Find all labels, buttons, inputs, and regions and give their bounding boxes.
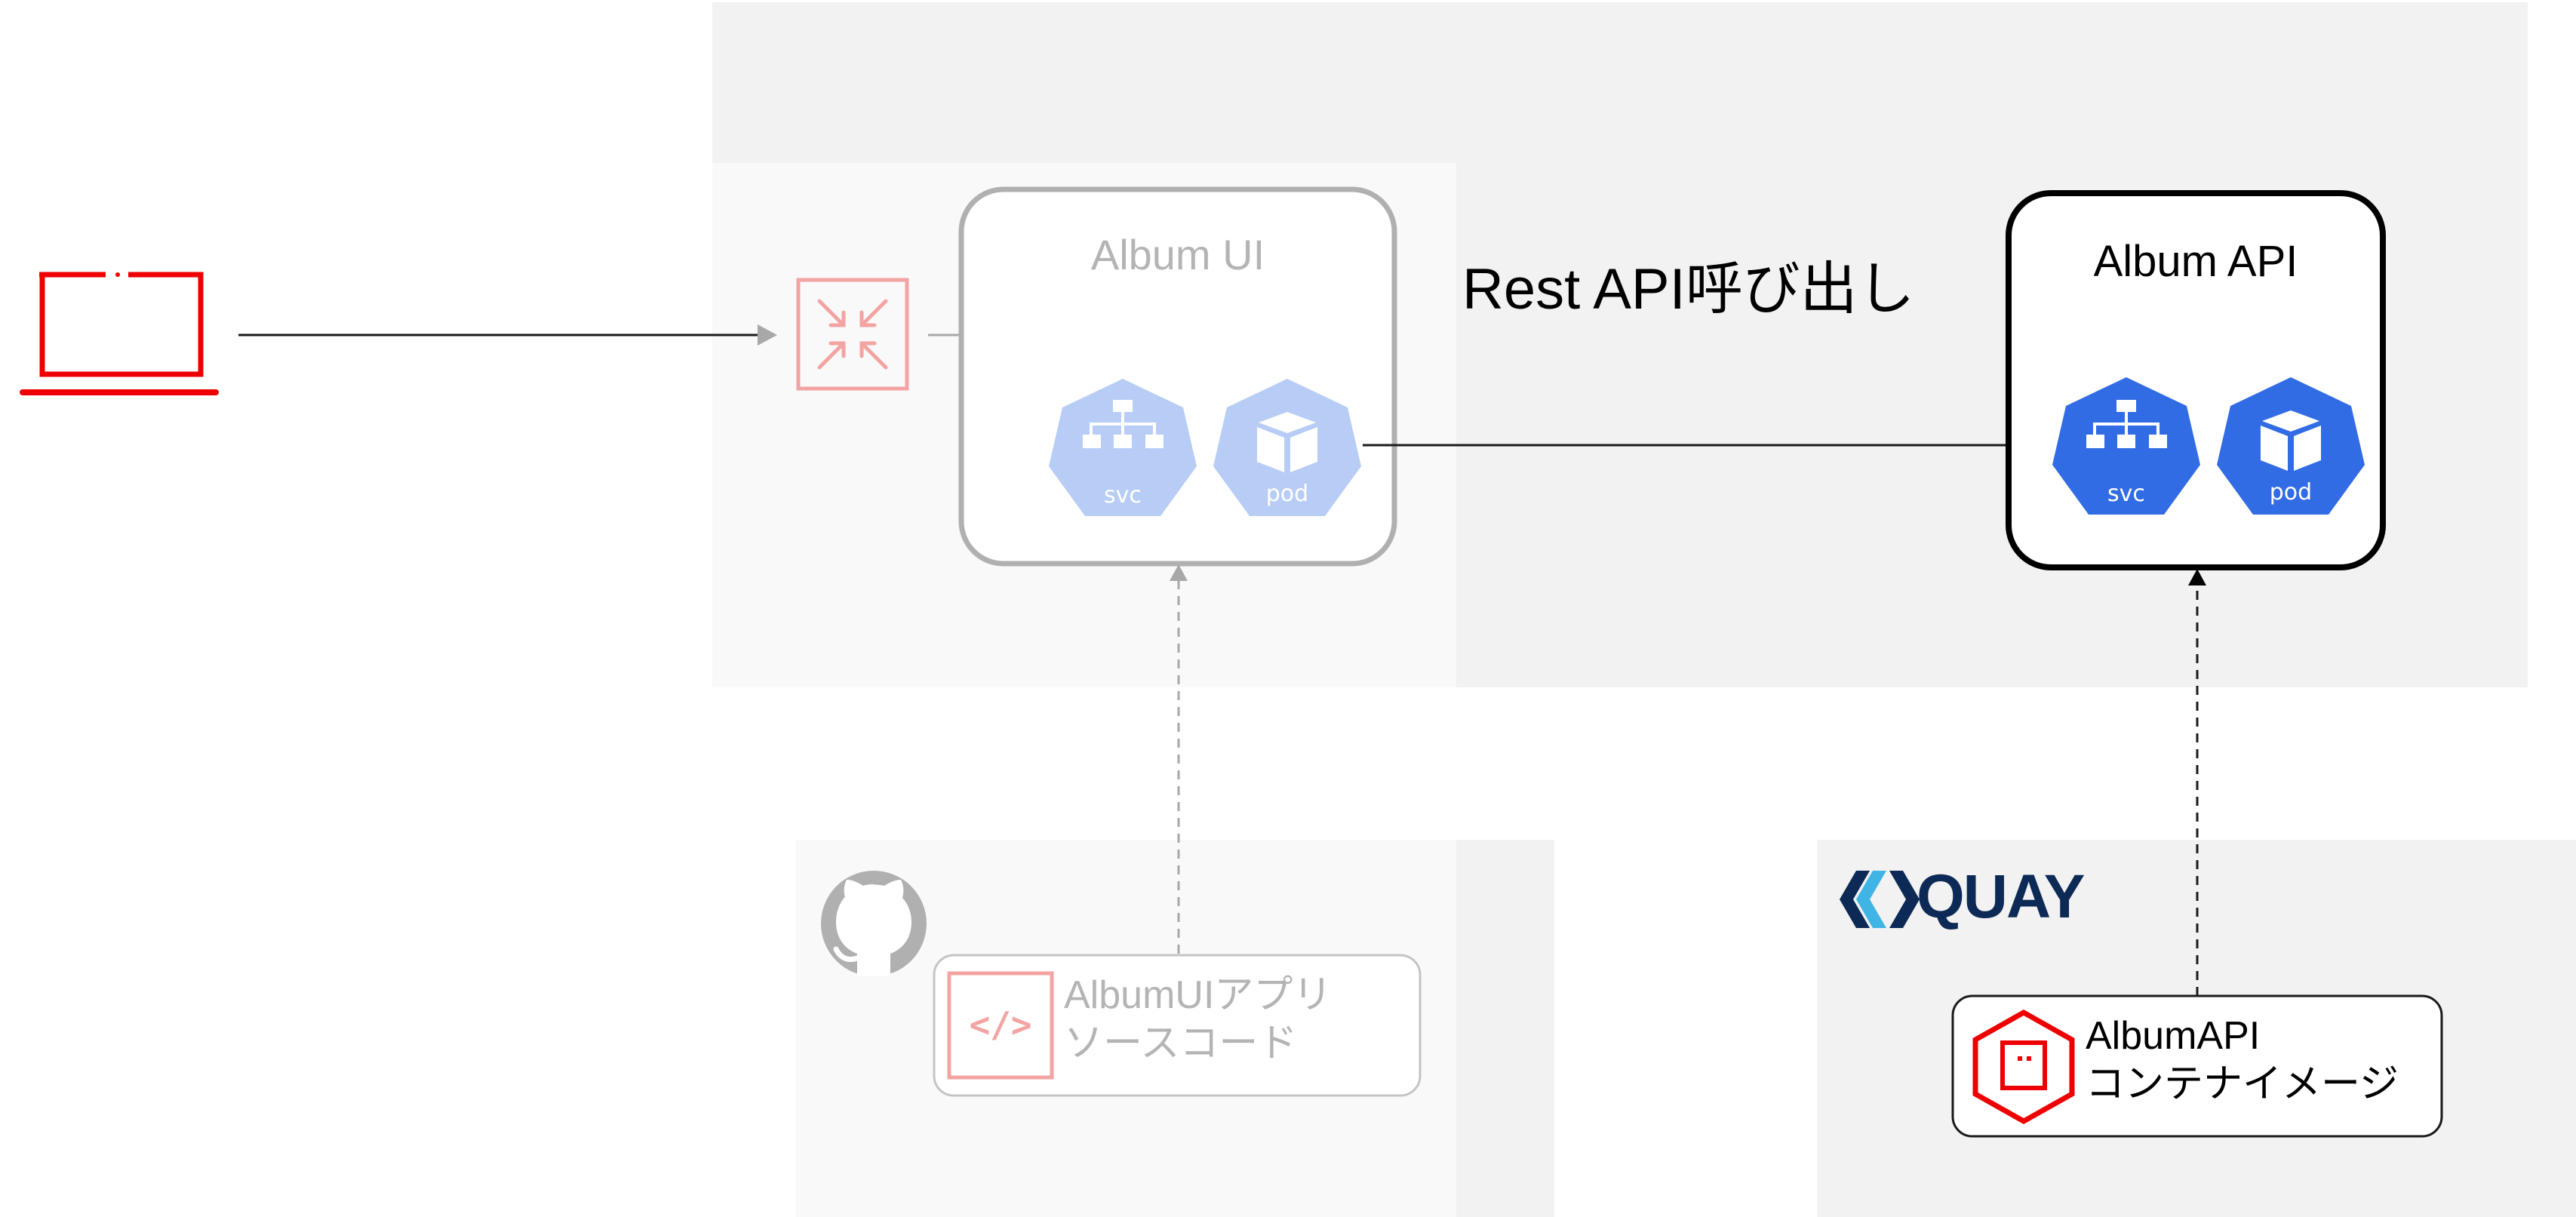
source-code-line1: AlbumUIアプリ xyxy=(1064,973,1333,1017)
laptop-icon xyxy=(20,272,219,395)
ui-svc-icon xyxy=(1049,379,1197,516)
client-to-route-arrowhead xyxy=(758,324,777,346)
album-api-title: Album API xyxy=(2093,237,2298,286)
svg-text:</>: </> xyxy=(969,1004,1031,1045)
container-image-icon xyxy=(1972,1009,2075,1125)
quay-logo-icon xyxy=(1840,871,1920,928)
api-svc-label: svc xyxy=(2107,481,2145,507)
source-to-ui-arrowhead xyxy=(1170,564,1188,581)
ui-svc-label: svc xyxy=(1104,482,1142,509)
container-image-line1: AlbumAPI xyxy=(2086,1014,2261,1058)
api-pod-label: pod xyxy=(2269,479,2313,506)
container-image-line2: コンテナイメージ xyxy=(2086,1062,2399,1106)
api-pod-icon xyxy=(2217,377,2365,515)
api-svc-icon xyxy=(2052,377,2200,515)
ui-pod-icon xyxy=(1213,379,1361,516)
code-icon: </> xyxy=(947,971,1054,1080)
source-code-card xyxy=(933,954,1422,1097)
github-icon xyxy=(821,871,927,976)
quay-logo-text: QUAY xyxy=(1917,862,2085,931)
container-image-card xyxy=(1951,994,2443,1138)
ui-pod-label: pod xyxy=(1265,481,1309,507)
album-ui-title: Album UI xyxy=(1090,231,1265,278)
source-code-line2: ソースコード xyxy=(1064,1022,1298,1065)
rest-call-label: Rest API呼び出し xyxy=(1462,257,1915,321)
route-arrows-icon xyxy=(796,278,909,391)
image-to-api-arrowhead xyxy=(2188,569,2206,585)
